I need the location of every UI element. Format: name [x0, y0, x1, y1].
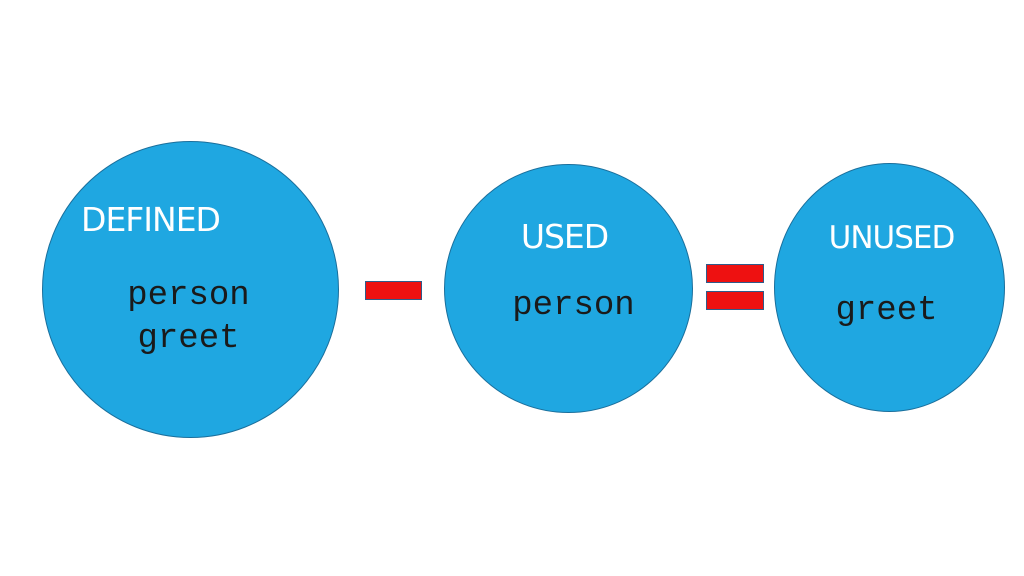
- unused-item-greet: greet: [835, 292, 938, 330]
- unused-set-circle: UNUSED greet: [774, 163, 1005, 412]
- used-set-title: USED: [520, 217, 609, 256]
- unused-set-title: UNUSED: [828, 220, 956, 256]
- defined-item-greet: greet: [137, 319, 240, 358]
- used-set-items: person: [450, 285, 697, 328]
- defined-item-person: person: [127, 277, 250, 315]
- defined-set-items: person greet: [41, 275, 336, 360]
- used-item-person: person: [512, 287, 635, 325]
- minus-operator: [365, 281, 422, 300]
- equals-operator-top-bar: [706, 264, 764, 283]
- equals-operator-bottom-bar: [706, 291, 764, 310]
- unused-set-items: greet: [772, 290, 1001, 333]
- used-set-circle: USED person: [444, 164, 693, 413]
- defined-set-circle: DEFINED person greet: [42, 141, 339, 438]
- defined-set-title: DEFINED: [81, 200, 221, 239]
